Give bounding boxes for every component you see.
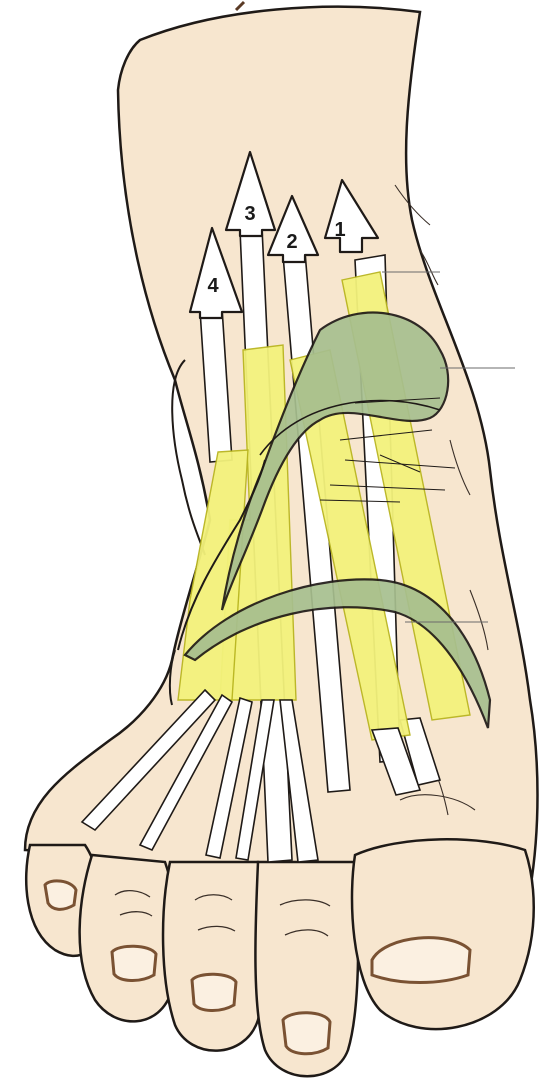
arrow-label-3: 3 [244, 203, 255, 225]
arrow-label-2: 2 [286, 231, 297, 253]
top-mark [236, 2, 244, 10]
fourth-toenail [112, 946, 156, 980]
little-toenail [45, 881, 76, 909]
arrow-label-1: 1 [334, 219, 345, 241]
arrow-label-4: 4 [207, 275, 219, 297]
second-toenail [283, 1013, 330, 1054]
third-toe [163, 862, 264, 1051]
big-toe [352, 839, 534, 1029]
third-toenail [192, 974, 236, 1010]
